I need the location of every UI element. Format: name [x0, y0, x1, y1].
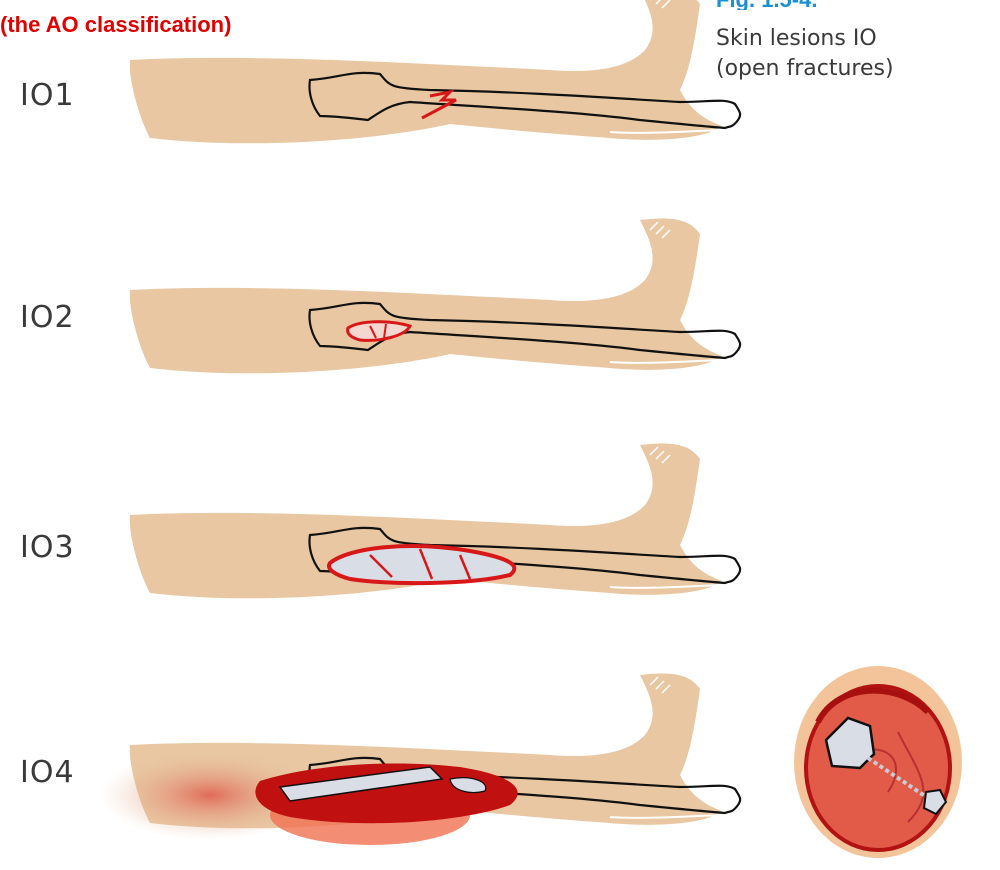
- leg-io2: [130, 219, 740, 374]
- leg-io4: [100, 674, 740, 845]
- cross-section-io4: [794, 666, 962, 858]
- leg-io1: [130, 0, 740, 143]
- leg-io3: [130, 444, 740, 599]
- wound-io4: [255, 763, 517, 823]
